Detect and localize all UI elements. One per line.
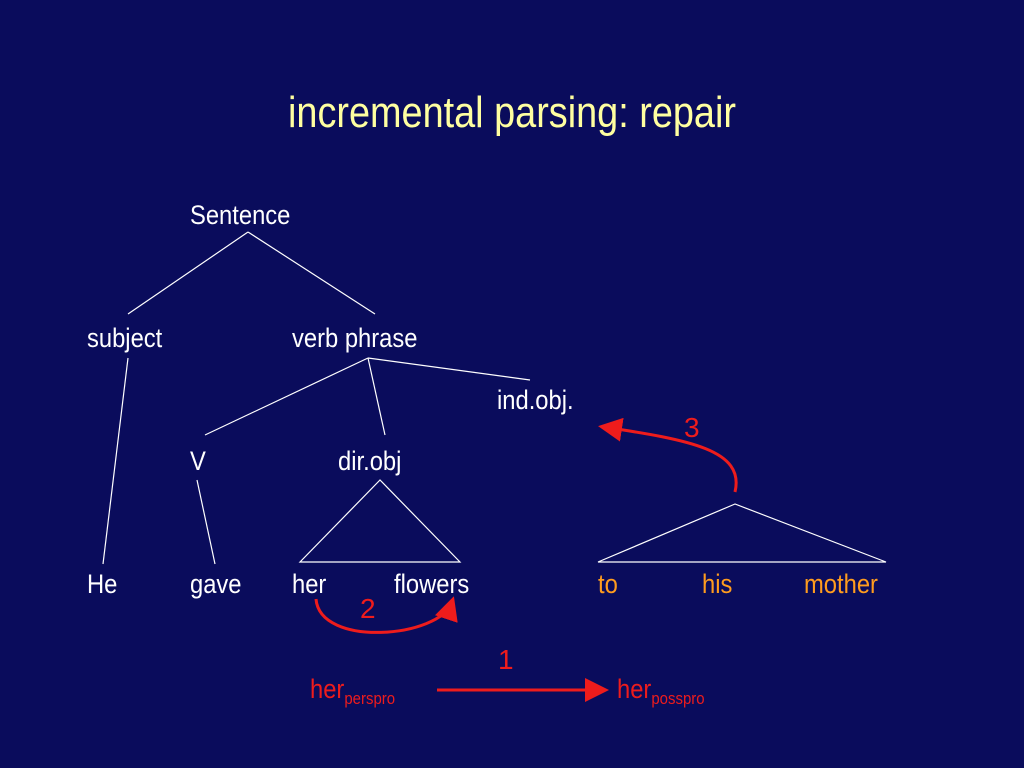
pp-triangle (597, 503, 887, 563)
node-v: V (190, 446, 206, 476)
repair-to-label: herposspro (617, 674, 705, 708)
repair-to-subscript: posspro (651, 689, 705, 708)
node-sentence: Sentence (190, 200, 291, 230)
dirobj-triangle (298, 479, 462, 563)
step-1-label: 1 (498, 644, 514, 675)
node-verb-phrase: verb phrase (292, 323, 418, 353)
word-her: her (292, 569, 327, 599)
word-gave: gave (190, 569, 242, 599)
node-ind-obj: ind.obj. (497, 385, 574, 415)
word-his: his (702, 569, 733, 599)
step3-arrow (598, 417, 738, 493)
node-dir-obj: dir.obj (338, 446, 402, 476)
edge-vp-v (204, 357, 369, 436)
node-subject: subject (87, 323, 163, 353)
repair-from-word: her (310, 674, 345, 704)
edge-vp-dirobj (367, 357, 386, 436)
repair-from-subscript: perspro (344, 689, 396, 708)
slide-title: incremental parsing: repair (287, 88, 736, 137)
word-mother: mother (804, 569, 878, 599)
repair-to-word: her (617, 674, 652, 704)
edge-sentence-verbphrase (247, 231, 376, 315)
edge-v-gave (196, 479, 216, 565)
step2-arrow (314, 596, 458, 634)
edge-subject-he (102, 357, 129, 565)
step-3-label: 3 (684, 412, 700, 443)
edge-sentence-subject (127, 231, 249, 315)
edge-vp-indobj (367, 357, 531, 381)
word-to: to (598, 569, 618, 599)
repair-from-label: herperspro (310, 674, 396, 708)
word-flowers: flowers (394, 569, 470, 599)
word-he: He (87, 569, 118, 599)
step-2-label: 2 (360, 593, 376, 624)
